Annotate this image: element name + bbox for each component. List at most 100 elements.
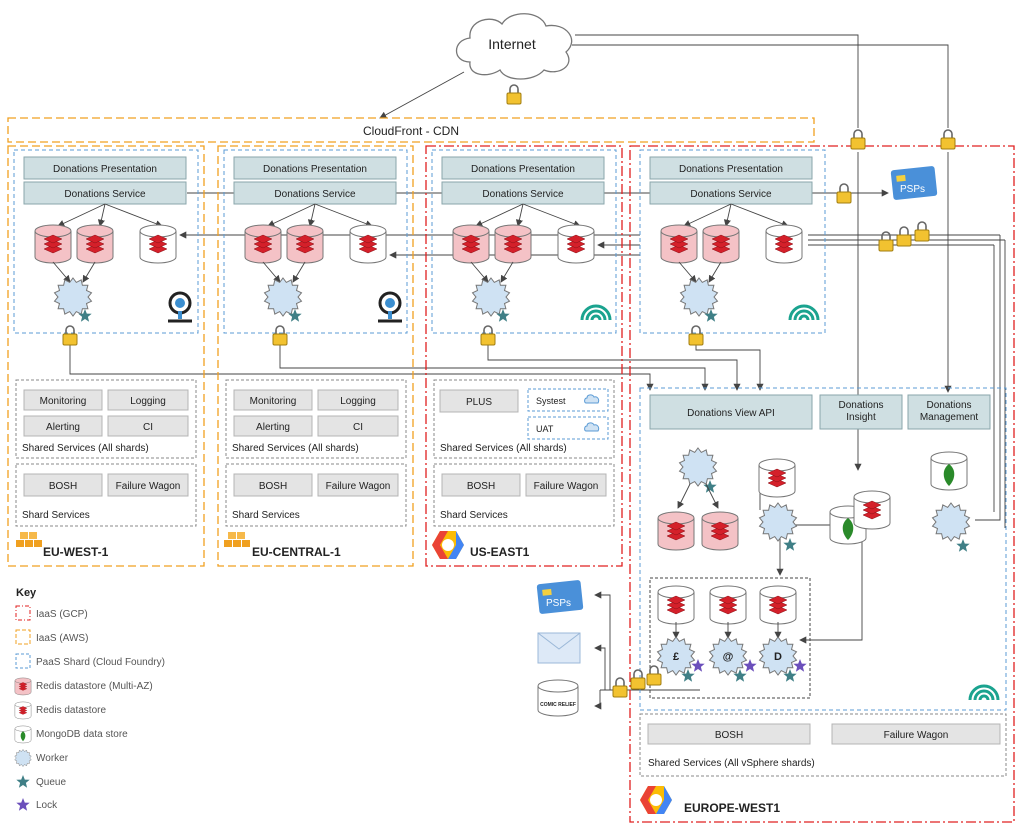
bosh-label: BOSH (49, 481, 77, 492)
bosh-label: BOSH (467, 481, 495, 492)
padlock-icon (646, 665, 662, 686)
bosh-box (647, 723, 811, 745)
redis-icon (557, 224, 595, 264)
worker-icon (758, 502, 798, 542)
donations-presentation-label: Donations Presentation (263, 164, 367, 175)
logging-label: Logging (130, 396, 166, 407)
donations-service-label: Donations Service (690, 189, 772, 200)
donations-view-api-box (649, 394, 813, 430)
monitoring-label: Monitoring (250, 396, 297, 407)
shard-services-label: Shard Services (440, 510, 508, 521)
redis-icon (759, 585, 797, 625)
donations-management-box (907, 394, 991, 430)
legend-item-mongodb: MongoDB data store (36, 729, 128, 740)
connector (475, 203, 524, 227)
queue-icon (704, 309, 718, 322)
mongodb-icon (14, 725, 32, 744)
cdn-label: CloudFront - CDN (363, 124, 459, 138)
donations-view-api-label: Donations View API (687, 408, 775, 419)
connector (730, 203, 789, 228)
ci-label: CI (353, 422, 363, 433)
redis-icon (709, 585, 747, 625)
bosh-label: BOSH (259, 481, 287, 492)
icon-layer: £ @ D (14, 84, 1000, 811)
region-name: EU-CENTRAL-1 (252, 545, 341, 559)
alerting-label: Alerting (46, 422, 80, 433)
lock-icon (793, 659, 807, 672)
psps-label: PSPs (900, 184, 925, 195)
redis-multi-az-icon (286, 224, 324, 264)
ci-label: CI (143, 422, 153, 433)
queue-icon (496, 309, 510, 322)
padlock-icon (896, 226, 912, 247)
ci-box (107, 415, 189, 437)
shared-services-label: Shared Services (All shards) (440, 443, 567, 454)
connector (97, 203, 106, 227)
legend-title: Key (16, 587, 37, 599)
internet-label: Internet (488, 36, 536, 52)
redis-multi-az-icon (702, 224, 740, 264)
logging-label: Logging (340, 396, 376, 407)
mongodb-icon (930, 451, 968, 491)
legend-item-gcp: IaaS (GCP) (36, 609, 88, 620)
queue-icon (288, 309, 302, 322)
padlock-icon (878, 231, 894, 252)
region-name: EUROPE-WEST1 (684, 801, 780, 815)
systest-shard (527, 388, 609, 412)
padlock-icon (62, 325, 78, 346)
failure-wagon-label: Failure Wagon (116, 481, 181, 492)
shard-services-label: Shard Services (232, 510, 300, 521)
paas-shard-us-east (431, 149, 617, 334)
redis-icon (853, 490, 891, 530)
monitoring-box (233, 389, 313, 411)
worker-label: £ (673, 651, 679, 663)
worker-icon (53, 277, 93, 317)
worker-pool-box (649, 577, 811, 699)
cloud-foundry-logo (580, 304, 612, 321)
shared-services-box (225, 379, 407, 459)
connector (57, 203, 106, 227)
queue-icon (703, 480, 717, 493)
uat-label: UAT (536, 424, 554, 434)
shared-services-box (433, 379, 615, 459)
shared-services-box (15, 379, 197, 459)
connector (82, 261, 96, 283)
worker-label: @ (723, 651, 734, 663)
lock-icon (16, 798, 30, 811)
donations-service-label: Donations Service (482, 189, 564, 200)
psps-label: PSPs (546, 598, 571, 609)
region-europe-west-boundary (629, 145, 1015, 823)
bosh-label: BOSH (715, 730, 743, 741)
monitoring-box (23, 389, 103, 411)
connector (307, 203, 316, 227)
cloud-foundry-logo (788, 304, 820, 321)
region-eu-west-boundary (7, 145, 205, 567)
legend-item-redis-multi-az: Redis datastore (Multi-AZ) (36, 681, 153, 692)
legend-swatch-gcp (15, 605, 31, 621)
region-us-east: Donations Presentation Donations Service… (432, 156, 615, 559)
shared-services-label: Shared Services (All shards) (232, 443, 359, 454)
redis-multi-az-icon (244, 224, 282, 264)
region-eu-central: Donations Presentation Donations Service… (224, 156, 407, 559)
failure-wagon-box (831, 723, 1001, 745)
legend-item-lock: Lock (36, 800, 58, 811)
logging-box (107, 389, 189, 411)
bosh-box (233, 473, 313, 497)
alerting-box (23, 415, 103, 437)
padlock-icon (836, 183, 852, 204)
queue-icon (783, 538, 797, 551)
worker-icon (678, 447, 718, 487)
donations-presentation-box (23, 156, 187, 180)
redis-multi-az-icon (34, 224, 72, 264)
worker-label: D (774, 651, 782, 663)
donations-service-label: Donations Service (64, 189, 146, 200)
lock-icon (743, 659, 757, 672)
connector (292, 261, 306, 283)
vsphere-shared-services-box (639, 713, 1007, 777)
legend-item-redis: Redis datastore (36, 705, 106, 716)
region-europe-west: Donations Presentation Donations Service… (639, 156, 1007, 815)
donations-presentation-label: Donations Presentation (53, 164, 157, 175)
email-envelope-icon (537, 632, 581, 664)
